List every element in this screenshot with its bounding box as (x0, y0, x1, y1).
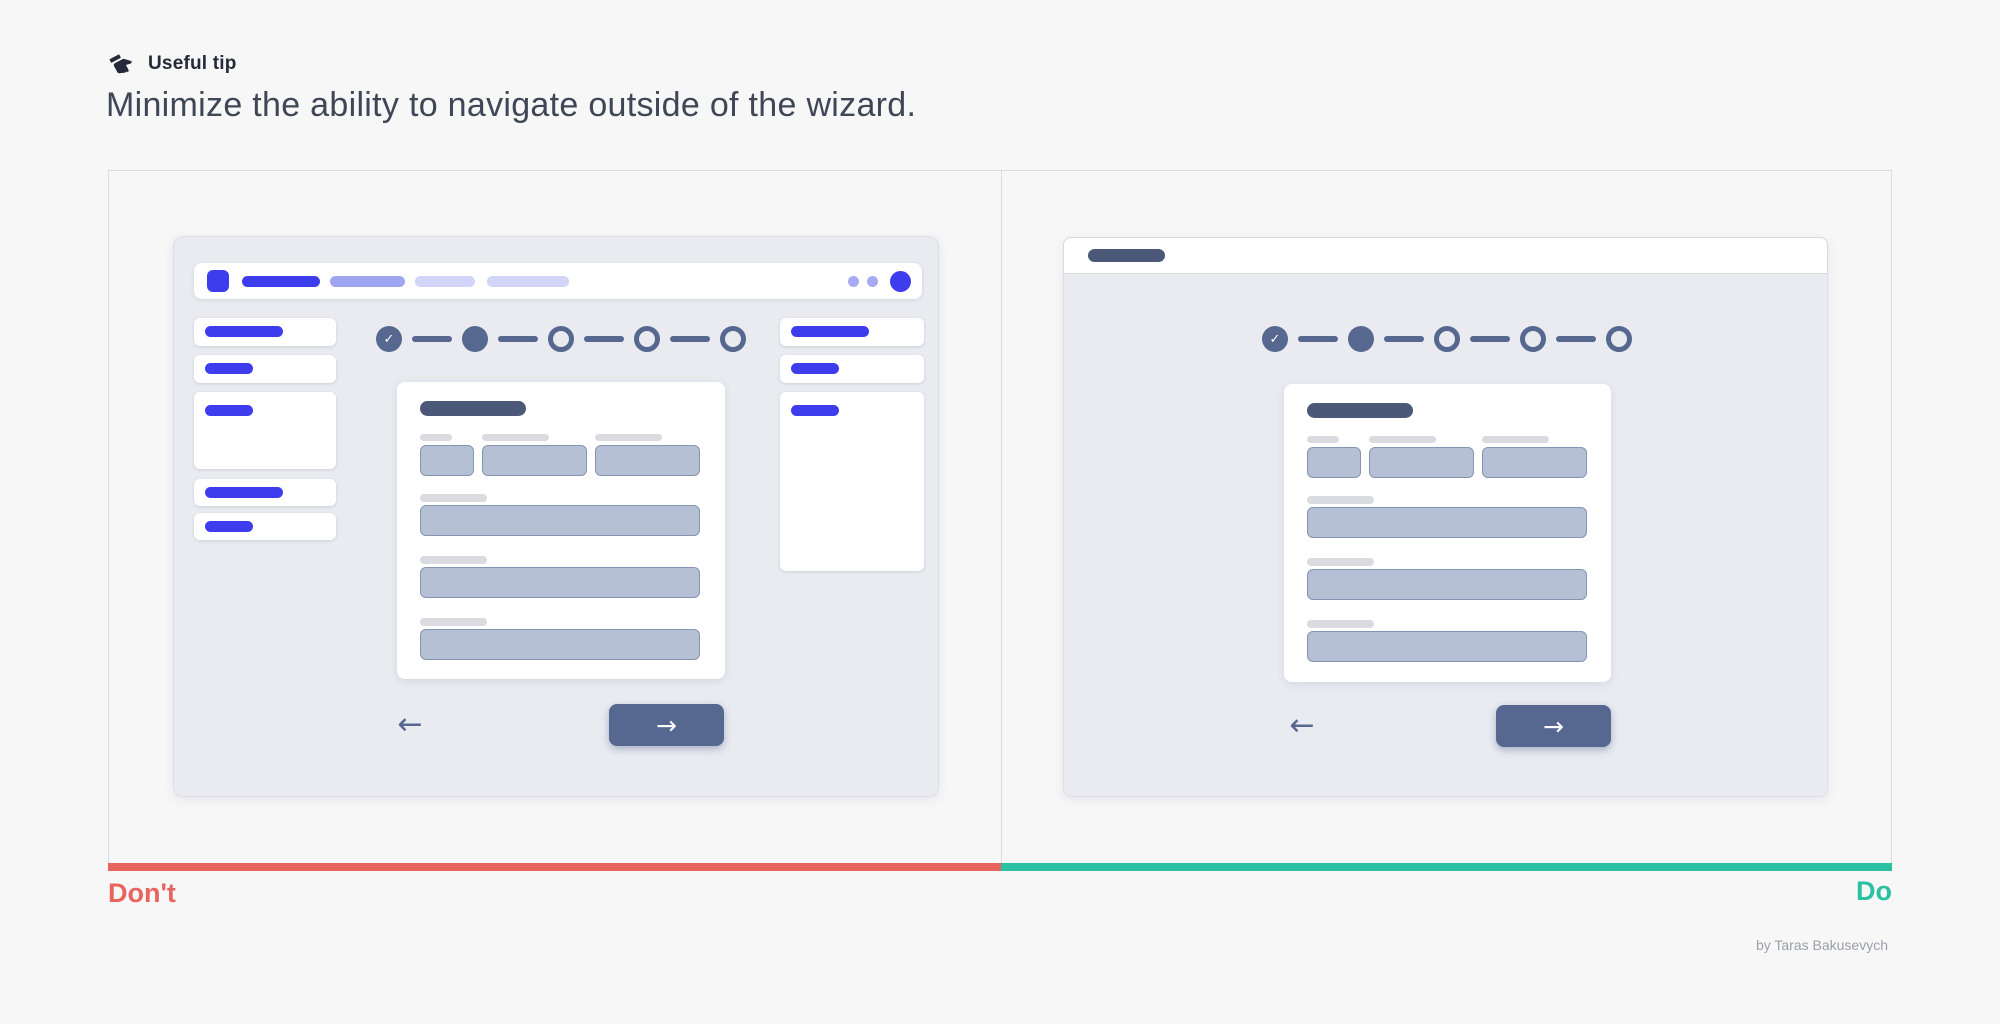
step-4-upcoming (1520, 326, 1546, 352)
browser-window: ✓ ← → (173, 236, 939, 797)
sidebar-right-item-1[interactable] (780, 318, 924, 346)
input-field-medium[interactable] (482, 445, 587, 476)
next-button[interactable]: → (609, 704, 724, 746)
field-label (1307, 436, 1339, 443)
sidebar-right-item-3[interactable] (780, 392, 924, 571)
section-label (1307, 558, 1374, 566)
sidebar-item-pill (205, 487, 283, 498)
step-connector (412, 336, 452, 342)
input-field-small[interactable] (1307, 447, 1361, 478)
sidebar-left-item-1[interactable] (194, 318, 336, 346)
step-connector (1556, 336, 1596, 342)
check-icon: ✓ (1269, 331, 1281, 347)
step-2-current (1348, 326, 1374, 352)
next-arrow-icon: → (656, 710, 677, 740)
dont-label: Don't (108, 878, 176, 908)
input-field-wide[interactable] (420, 567, 700, 598)
sidebar-item-pill (205, 326, 283, 337)
input-field-wide[interactable] (420, 505, 700, 536)
step-2-current (462, 326, 488, 352)
step-connector (584, 336, 624, 342)
sidebar-left-item-2[interactable] (194, 355, 336, 383)
next-arrow-icon: → (1543, 711, 1564, 741)
field-label (1482, 436, 1549, 443)
navbar (194, 263, 922, 299)
step-4-upcoming (634, 326, 660, 352)
sidebar-item-pill (205, 521, 253, 532)
field-label (420, 434, 452, 441)
wizard-stepper: ✓ (1262, 326, 1632, 352)
check-icon: ✓ (383, 331, 395, 347)
modal-window: ✓ ← → (1063, 237, 1828, 797)
sidebar-left-item-4[interactable] (194, 479, 336, 506)
input-field-wide[interactable] (1307, 631, 1587, 662)
back-arrow-icon: ← (397, 706, 423, 742)
back-button[interactable]: ← (1284, 707, 1320, 743)
input-field-wide[interactable] (420, 629, 700, 660)
field-label (1369, 436, 1436, 443)
step-5-upcoming (720, 326, 746, 352)
section-label (420, 556, 487, 564)
do-panel: ✓ ← → (1001, 170, 1892, 866)
sidebar-item-pill (791, 363, 839, 374)
input-field-medium[interactable] (1482, 447, 1587, 478)
modal-header (1063, 237, 1828, 274)
do-label: Do (1856, 876, 1892, 906)
section-label (420, 618, 487, 626)
field-label (595, 434, 662, 441)
step-1-completed: ✓ (376, 326, 402, 352)
input-field-medium[interactable] (595, 445, 700, 476)
form-title-pill (1307, 403, 1413, 418)
page-title: Minimize the ability to navigate outside… (106, 86, 917, 124)
input-field-medium[interactable] (1369, 447, 1474, 478)
step-connector (670, 336, 710, 342)
back-button[interactable]: ← (392, 706, 428, 742)
attribution: by Taras Bakusevych (1755, 937, 1888, 953)
back-arrow-icon: ← (1289, 707, 1315, 743)
nav-item-2[interactable] (330, 275, 405, 287)
sidebar-left-item-5[interactable] (194, 513, 336, 540)
dont-bar (108, 863, 1002, 871)
step-5-upcoming (1606, 326, 1632, 352)
sidebar-item-pill (205, 363, 253, 374)
sidebar-left-item-3[interactable] (194, 392, 336, 469)
field-label (482, 434, 549, 441)
nav-dot-1 (848, 275, 859, 287)
modal-title-pill (1088, 249, 1165, 262)
section-label (420, 494, 487, 502)
sidebar-item-pill (791, 405, 839, 416)
tip-badge-label: Useful tip (148, 53, 237, 74)
nav-dot-2 (867, 275, 878, 287)
step-connector (1384, 336, 1424, 342)
tip-badge: Useful tip (108, 50, 237, 78)
dont-panel: ✓ ← → (108, 170, 1002, 866)
step-3-upcoming (548, 326, 574, 352)
next-button[interactable]: → (1496, 705, 1611, 747)
thumbs-up-icon (108, 51, 135, 78)
avatar[interactable] (890, 270, 911, 292)
step-connector (1298, 336, 1338, 342)
do-bar (1001, 863, 1892, 871)
input-field-small[interactable] (420, 445, 474, 476)
sidebar-item-pill (791, 326, 869, 337)
nav-item-3[interactable] (415, 275, 475, 287)
section-label (1307, 496, 1374, 504)
form-card (1284, 384, 1611, 682)
step-1-completed: ✓ (1262, 326, 1288, 352)
form-card (397, 382, 725, 679)
input-field-wide[interactable] (1307, 569, 1587, 600)
step-connector (1470, 336, 1510, 342)
sidebar-right-item-2[interactable] (780, 355, 924, 383)
wizard-stepper: ✓ (376, 326, 746, 352)
nav-item-4[interactable] (487, 275, 569, 287)
form-title-pill (420, 401, 526, 416)
nav-item-active[interactable] (242, 275, 320, 287)
step-3-upcoming (1434, 326, 1460, 352)
input-field-wide[interactable] (1307, 507, 1587, 538)
logo[interactable] (207, 270, 229, 292)
section-label (1307, 620, 1374, 628)
sidebar-item-pill (205, 405, 253, 416)
step-connector (498, 336, 538, 342)
